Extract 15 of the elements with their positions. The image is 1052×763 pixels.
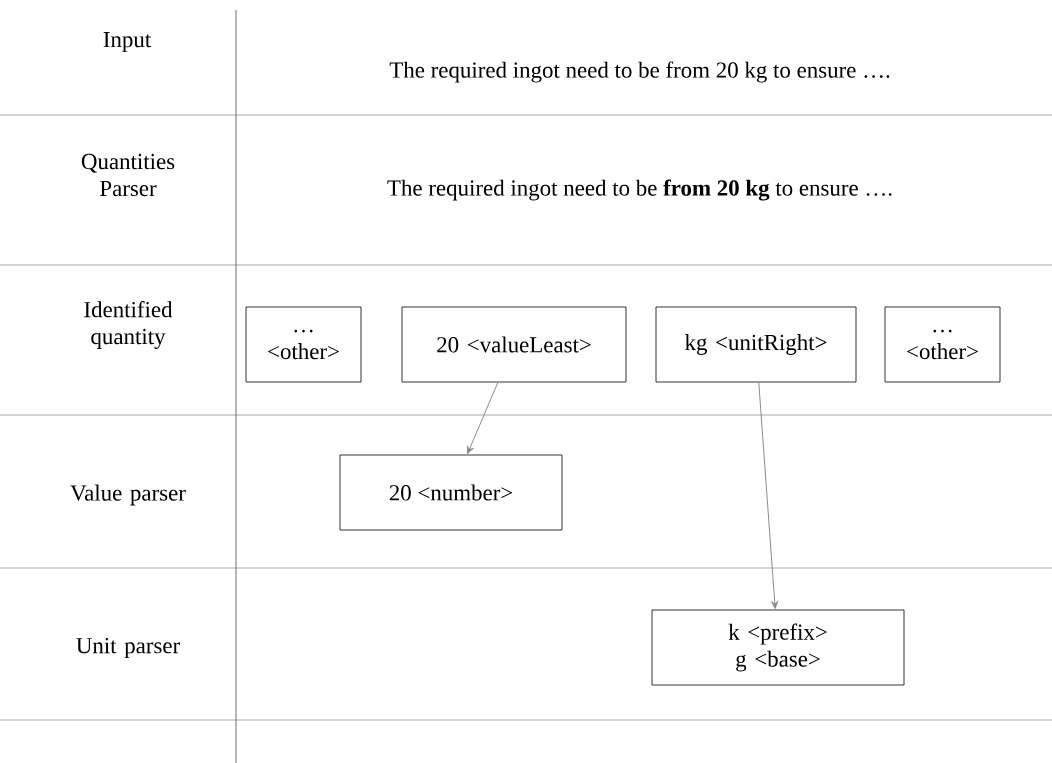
- tag-box: 20 <number>: [339, 454, 563, 531]
- row-heading: Unit parser: [76, 637, 180, 658]
- sentence: The required ingot need to be from 20 kg to ensure ….: [389, 61, 890, 83]
- arrow: [758, 381, 779, 609]
- row-heading: Identified quantity: [84, 301, 173, 349]
- row-heading: Value parser: [70, 484, 186, 506]
- tag-box: 20 <valueLeast>: [401, 306, 627, 383]
- row-heading: Input: [103, 32, 152, 52]
- tag-box: … <other>: [245, 306, 362, 383]
- tag-box: … <other>: [884, 306, 1001, 383]
- arrow: [467, 381, 499, 454]
- row-heading: Quantities Parser: [81, 153, 175, 197]
- sentence: The required ingot need to be from 20 kg to ensure ….: [387, 179, 892, 201]
- tag-box: kg <unitRight>: [655, 306, 857, 383]
- tag-box: k <prefix> g <base>: [651, 609, 905, 686]
